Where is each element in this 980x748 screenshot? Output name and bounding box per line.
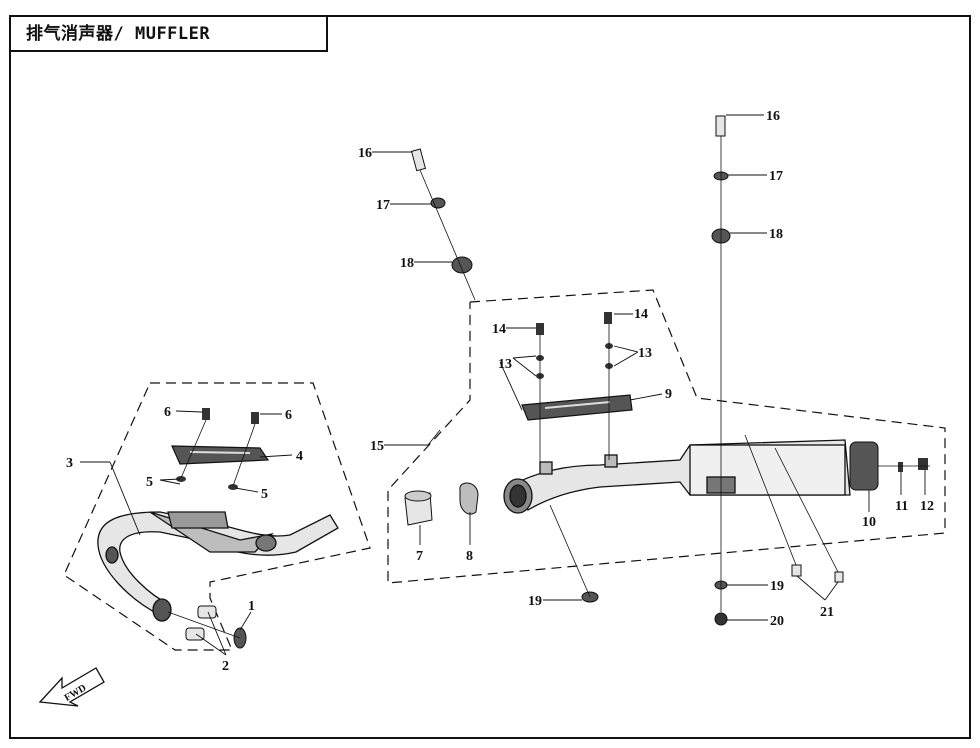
muffler-body: [503, 439, 851, 514]
clip-21b: [834, 571, 844, 583]
clip-21a: [791, 564, 802, 577]
bushing-2a: [197, 605, 217, 619]
callout-19b: 19: [770, 579, 784, 594]
assembly-line: [232, 423, 256, 487]
group-3-boundary: [63, 382, 371, 651]
callout-6a: 6: [164, 405, 171, 420]
callout-18a: 18: [400, 256, 414, 271]
page-title: 排气消声器/ MUFFLER: [26, 24, 211, 44]
assembly-line: [180, 419, 207, 479]
callout-15: 15: [370, 439, 384, 454]
callout-13b: 13: [638, 346, 652, 361]
assembly-line: [549, 504, 591, 598]
callout-4: 4: [296, 449, 303, 464]
callout-10: 10: [862, 515, 876, 530]
callout-17a: 17: [376, 198, 390, 213]
callout-13a: 13: [498, 357, 512, 372]
front-exhaust-pipe: [97, 511, 339, 622]
outer-border: [9, 15, 971, 739]
callout-16b: 16: [766, 109, 780, 124]
callout-14a: 14: [492, 322, 506, 337]
bushing-2b: [185, 627, 205, 641]
clamp-8: [459, 482, 479, 515]
callout-7: 7: [416, 549, 423, 564]
bolt-14b: [604, 312, 612, 324]
callout-5b: 5: [261, 487, 268, 502]
fwd-arrow-icon: FWD: [38, 667, 105, 707]
bolt-6a: [202, 408, 210, 420]
assembly-line: [774, 447, 839, 573]
assembly-line: [744, 434, 797, 566]
callout-16a: 16: [358, 146, 372, 161]
callout-21: 21: [820, 605, 834, 620]
leader-lines: [80, 114, 926, 656]
heat-shield-muffler: [521, 394, 633, 421]
callout-9: 9: [665, 387, 672, 402]
callout-18b: 18: [769, 227, 783, 242]
callout-6b: 6: [285, 408, 292, 423]
callout-11: 11: [895, 499, 908, 514]
callout-1: 1: [248, 599, 255, 614]
title-box: [10, 16, 328, 52]
heat-shield-front: [171, 445, 270, 465]
group-15-boundary: [387, 289, 946, 584]
bolt-14a: [536, 323, 544, 335]
callout-8: 8: [466, 549, 473, 564]
callout-labels: 1 2 3 4 5 5 6 6 7 8 9 10 11 12 13 13 14 …: [66, 109, 934, 674]
callout-5a: 5: [146, 475, 153, 490]
callout-19a: 19: [528, 594, 542, 609]
mount-stack-right: [711, 115, 731, 626]
end-cap-10: [849, 441, 879, 491]
callout-3: 3: [66, 456, 73, 471]
callout-14b: 14: [634, 307, 648, 322]
washer-5a: [176, 476, 186, 482]
callout-2: 2: [222, 659, 229, 674]
heat-shield-muffler-slot: [544, 401, 611, 409]
callout-20: 20: [770, 614, 784, 629]
heat-shield-front-slot: [189, 451, 251, 454]
bolt-12: [918, 458, 928, 470]
gasket-11: [898, 462, 903, 472]
assembly-line: [167, 611, 241, 639]
callout-12: 12: [920, 499, 934, 514]
callout-17b: 17: [769, 169, 783, 184]
mount-stack-left: [410, 148, 476, 301]
bolt-6b: [251, 412, 259, 424]
